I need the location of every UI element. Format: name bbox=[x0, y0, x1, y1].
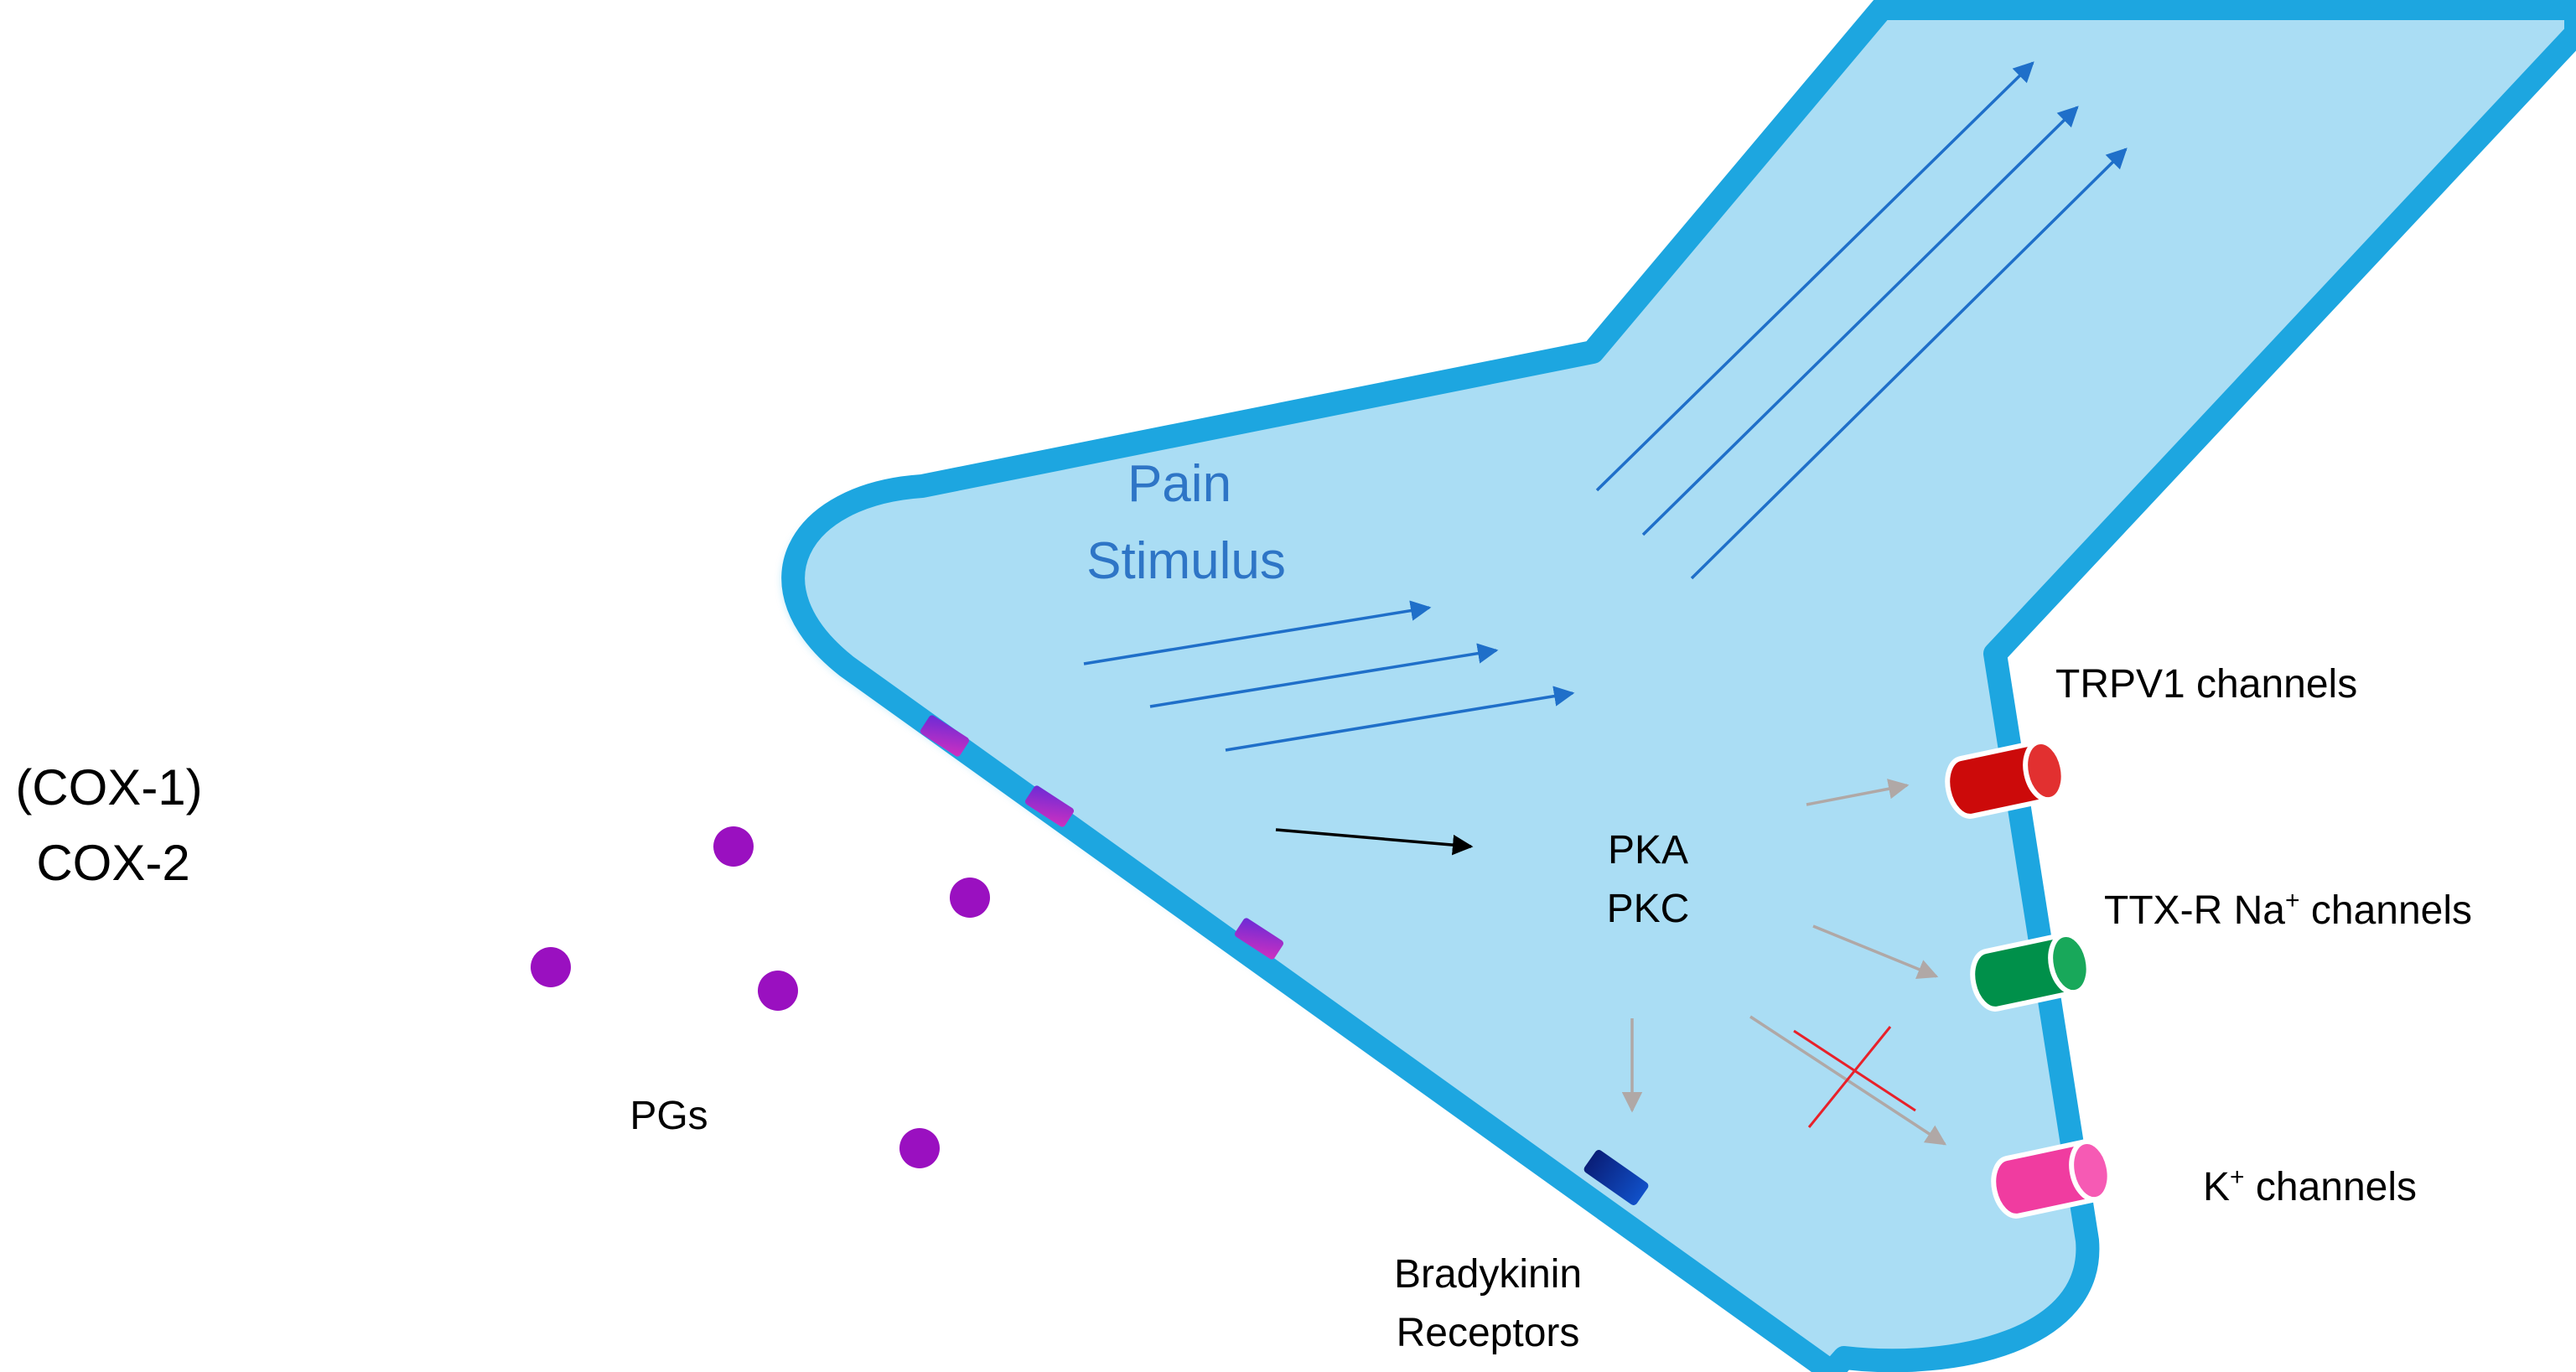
molecule-dot-icon bbox=[713, 826, 754, 867]
bradykinin-label-line1: Bradykinin bbox=[1394, 1252, 1582, 1297]
effect-arrow-nav bbox=[1812, 924, 1939, 980]
molecule-dot-icon bbox=[531, 947, 571, 987]
pain-stimulus-label-line2: Stimulus bbox=[1086, 532, 1286, 590]
neuron-body bbox=[781, 0, 2576, 1372]
k-label-sup: + bbox=[2230, 1163, 2245, 1191]
neuron-membrane bbox=[781, 0, 2576, 1372]
pain-stimulus-label-line1: Pain bbox=[1127, 455, 1231, 513]
pka-activation-arrow bbox=[1275, 828, 1474, 856]
ttx-label-end: channels bbox=[2300, 888, 2472, 933]
axon-arrow bbox=[1641, 106, 2079, 536]
membrane-receptor-icon bbox=[920, 715, 970, 757]
pg-receptors bbox=[920, 715, 1284, 960]
pg-molecules bbox=[531, 826, 990, 1168]
trpv1-channel bbox=[1945, 739, 2066, 819]
axon-arrow bbox=[1690, 148, 2128, 580]
inhibition-cross bbox=[1793, 1026, 1916, 1128]
axon-signal-arrows bbox=[1595, 61, 2128, 580]
molecule-dot-icon bbox=[758, 971, 798, 1011]
cox1-label: (COX-1) bbox=[15, 759, 202, 815]
ttx-label-sup: + bbox=[2285, 887, 2300, 914]
k-label-end: channels bbox=[2245, 1165, 2417, 1209]
pkc-label: PKC bbox=[1607, 887, 1690, 931]
axon-arrow bbox=[1595, 61, 2034, 492]
membrane-receptor-icon bbox=[1234, 918, 1284, 960]
pgs-label: PGs bbox=[630, 1094, 707, 1138]
molecule-dot-icon bbox=[950, 878, 990, 918]
ttx-label-base: TTX-R Na bbox=[2104, 888, 2285, 933]
molecule-dot-icon bbox=[899, 1128, 940, 1168]
cox2-label: COX-2 bbox=[36, 835, 189, 891]
pain-stimulus-arrows bbox=[1083, 600, 1575, 752]
stimulus-arrow bbox=[1083, 600, 1432, 665]
k-channel bbox=[1991, 1139, 2112, 1219]
effect-arrow-trpv1 bbox=[1806, 779, 1910, 806]
trpv1-label: TRPV1 channels bbox=[2055, 662, 2357, 707]
k-label: K+ channels bbox=[2203, 1163, 2417, 1209]
k-label-base: K bbox=[2203, 1165, 2230, 1209]
membrane-receptor-icon bbox=[1024, 785, 1075, 827]
ttx-label: TTX-R Na+ channels bbox=[2104, 887, 2472, 933]
nav-channel bbox=[1970, 932, 2091, 1012]
bradykinin-label-line2: Receptors bbox=[1397, 1311, 1580, 1355]
pka-label: PKA bbox=[1608, 828, 1688, 872]
stimulus-arrow bbox=[1225, 686, 1575, 752]
stimulus-arrow bbox=[1149, 643, 1499, 708]
bradykinin-receptor-icon bbox=[1583, 1150, 1649, 1205]
